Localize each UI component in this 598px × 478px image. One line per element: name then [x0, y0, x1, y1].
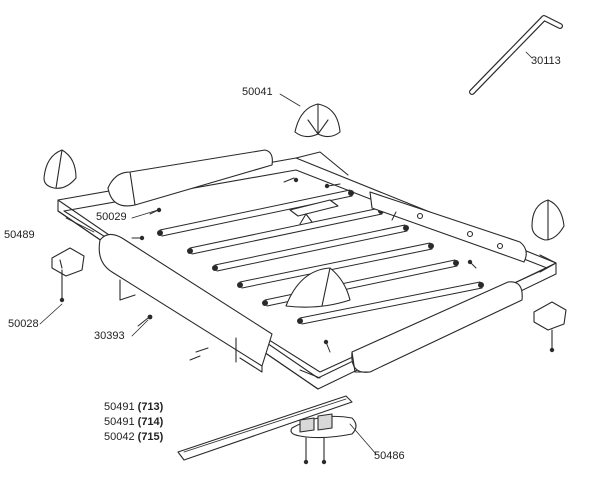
callout-50028: 50028	[8, 318, 39, 330]
leader-lines	[39, 51, 533, 455]
rear-fairing	[107, 149, 273, 207]
variant-row-3: 50042 (715)	[104, 431, 163, 444]
end-cap-50041	[294, 103, 341, 138]
bracket-right	[533, 301, 567, 351]
end-cap-right	[531, 199, 565, 241]
callout-50029: 50029	[96, 211, 127, 223]
front-fairing	[351, 281, 523, 373]
rail-strip	[177, 395, 353, 461]
variant-part-1: 50491	[104, 401, 135, 413]
callout-50489: 50489	[4, 229, 35, 241]
bracket-left	[51, 247, 85, 301]
hex-key-30113	[469, 15, 563, 95]
end-cap-left	[43, 149, 77, 189]
left-fairing	[98, 233, 273, 373]
center-clamp	[289, 199, 339, 225]
variant-row-2: 50491 (714)	[104, 416, 163, 429]
variant-code-2: (714)	[137, 416, 164, 428]
variant-row-1: 50491 (713)	[104, 401, 163, 414]
center-deflector	[285, 267, 351, 308]
variant-code-3: (715)	[137, 431, 164, 443]
foot-pad	[290, 413, 357, 461]
variant-code-1: (713)	[137, 401, 164, 413]
callout-50041: 50041	[242, 86, 273, 98]
right-side-fairing	[369, 191, 527, 263]
variant-part-2: 50491	[104, 416, 135, 428]
variant-part-3: 50042	[104, 431, 135, 443]
callout-30393: 30393	[94, 330, 125, 342]
callout-30113: 30113	[531, 55, 561, 67]
callout-50486: 50486	[374, 450, 405, 462]
